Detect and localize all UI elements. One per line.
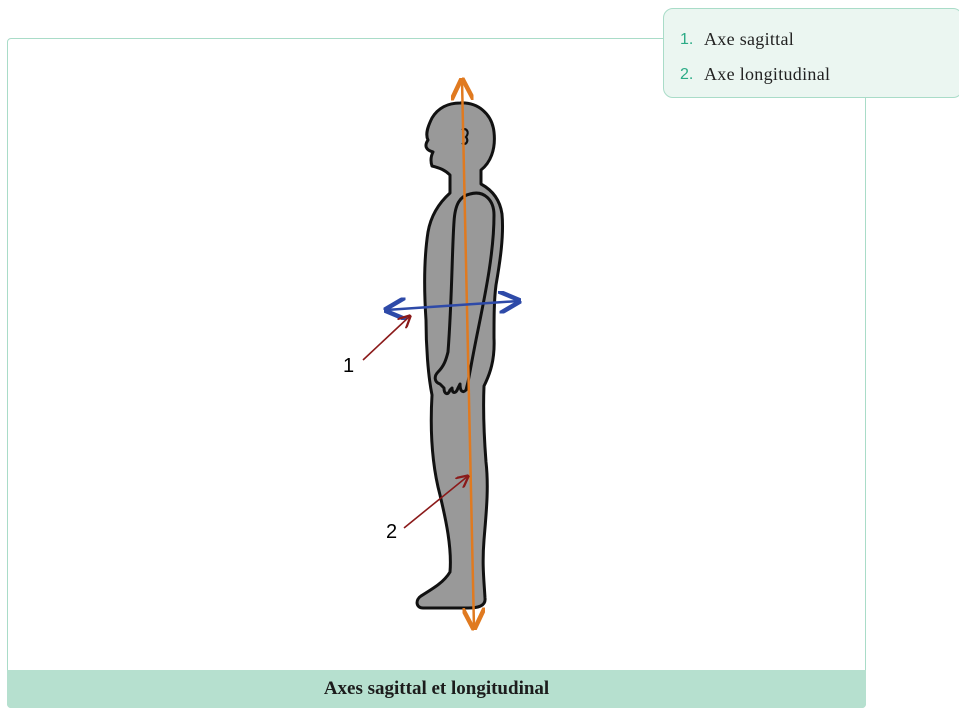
legend-number: 2. [680,66,704,84]
human-silhouette [417,103,502,608]
legend-label: Axe longitudinal [704,64,830,85]
figure-caption: Axes sagittal et longitudinal [324,678,549,700]
legend-label: Axe sagittal [704,29,794,50]
callout-arrow-1 [363,316,410,360]
legend-box: 1. Axe sagittal 2. Axe longitudinal [663,8,959,98]
legend-item-1: 1. Axe sagittal [680,29,794,50]
caption-bar: Axes sagittal et longitudinal [7,670,866,708]
callout-label-1: 1 [343,355,354,377]
legend-item-2: 2. Axe longitudinal [680,64,830,85]
callout-label-2: 2 [386,521,397,543]
legend-number: 1. [680,31,704,49]
